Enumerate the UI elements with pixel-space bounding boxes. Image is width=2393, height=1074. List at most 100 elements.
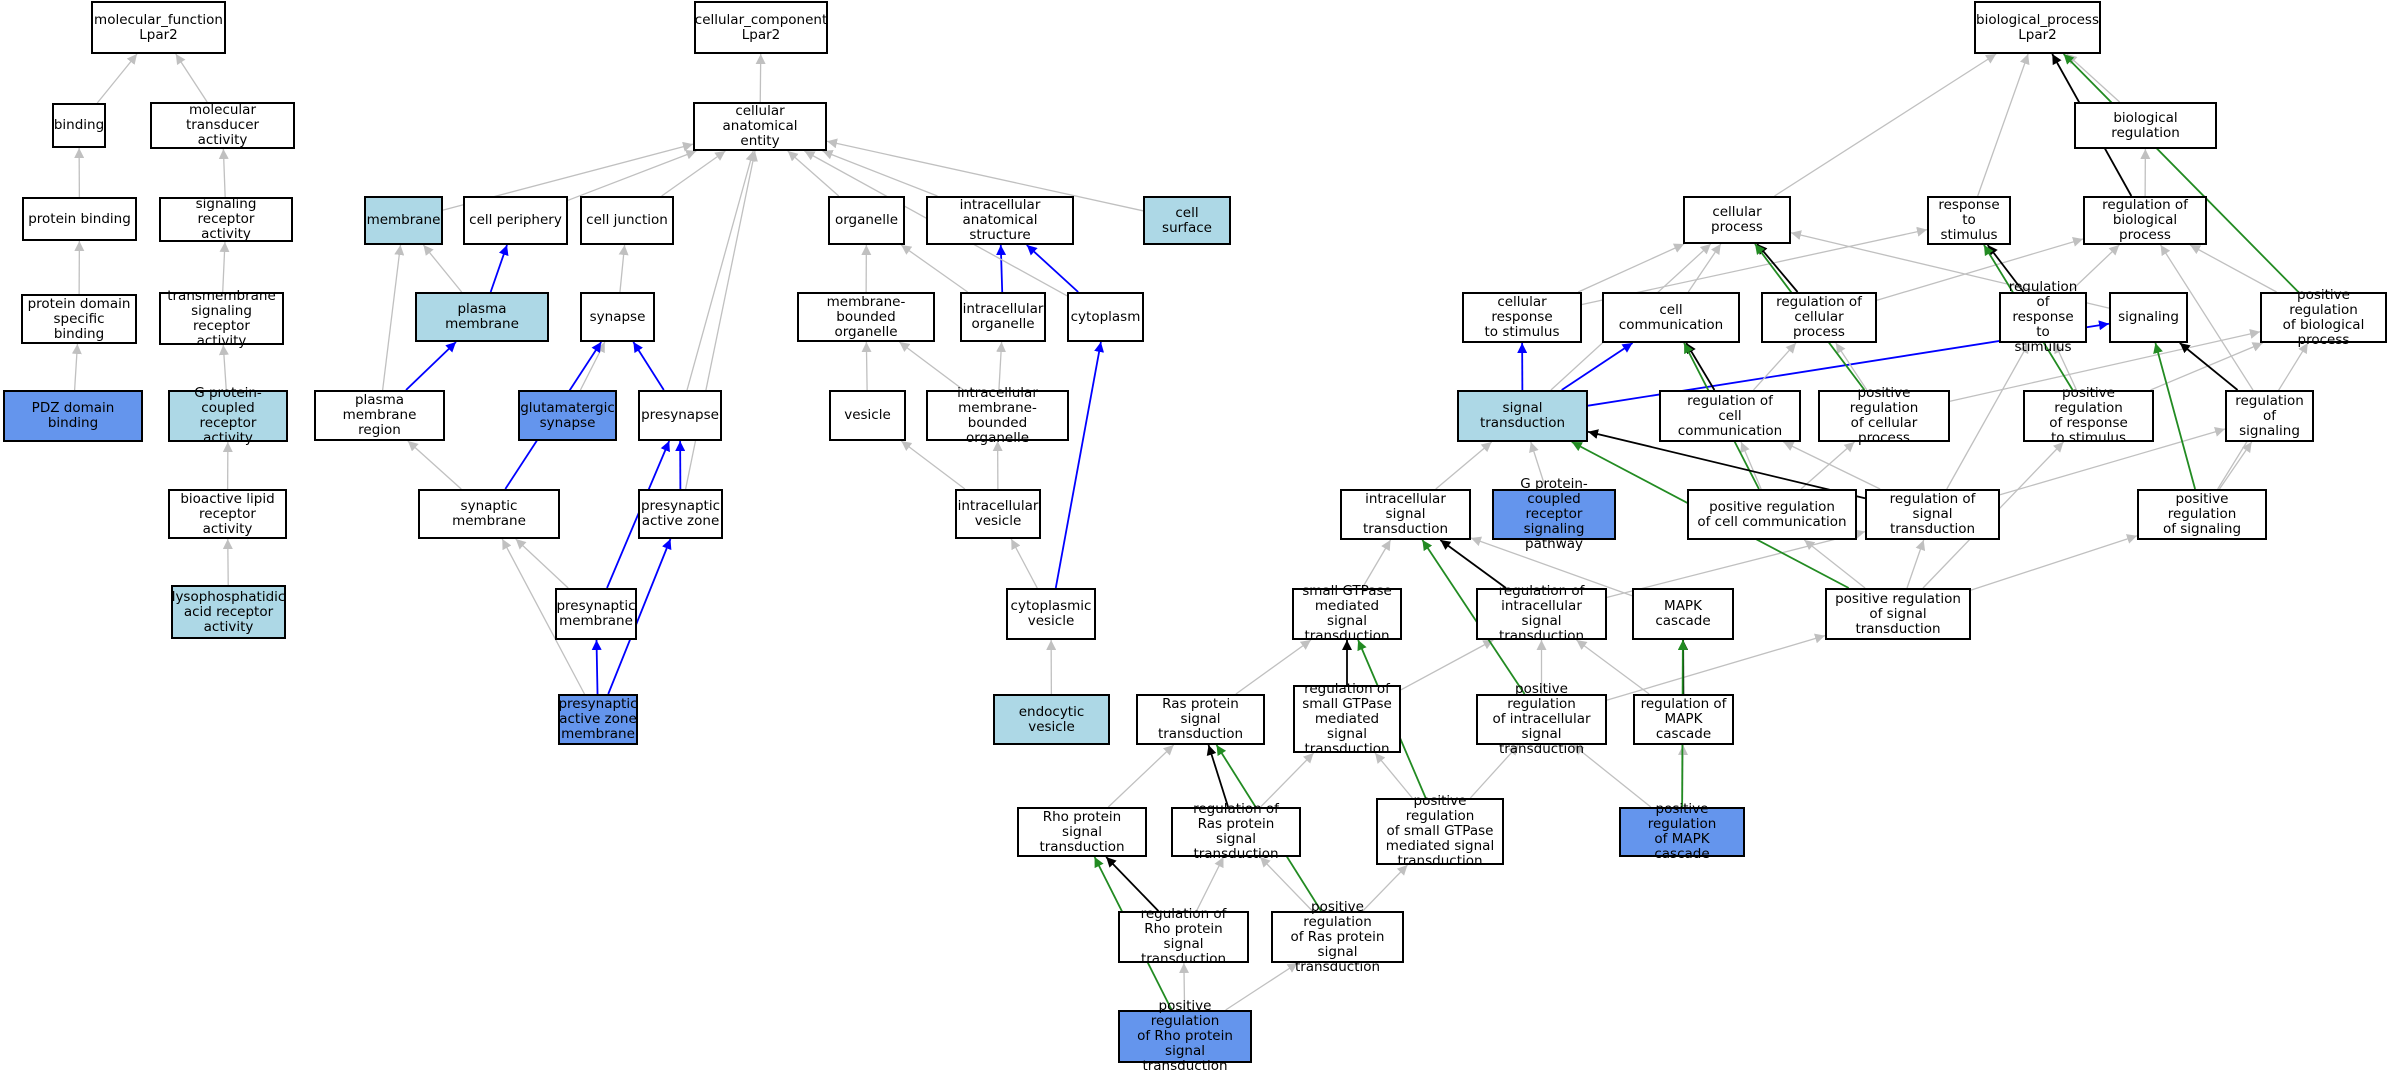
node-small-gtpase-mediated-signal-transduction: small GTPase mediated signal transductio…: [1292, 588, 1402, 640]
node-g-protein-coupled-receptor-signaling-pathway: G protein-coupled receptor signaling pat…: [1492, 489, 1616, 540]
node-rho-protein-signal-transduction: Rho protein signal transduction: [1017, 807, 1147, 857]
node-binding: binding: [52, 103, 106, 148]
edge-is-a: [1436, 442, 1492, 489]
node-cytoplasmic-vesicle: cytoplasmic vesicle: [1006, 588, 1096, 640]
node-positive-regulation-of-small-gtpase-mediated-signal-transduction: positive regulation of small GTPase medi…: [1376, 798, 1504, 865]
node-regulation-of-response-to-stimulus: regulation of response to stimulus: [1999, 292, 2087, 343]
node-synapse: synapse: [580, 292, 655, 342]
edge-part-of: [491, 245, 507, 292]
edge-is-a: [1971, 536, 2137, 590]
edge-is-a: [899, 342, 963, 390]
edge-is-a: [223, 242, 225, 292]
node-positive-regulation-of-mapk-cascade: positive regulation of MAPK cascade: [1619, 807, 1745, 857]
edge-is-a: [75, 344, 78, 390]
edge-part-of: [1027, 245, 1078, 292]
node-cellular-response-to-stimulus: cellular response to stimulus: [1462, 292, 1582, 343]
node-cell-communication: cell communication: [1602, 292, 1740, 343]
edge-is-a: [788, 151, 839, 196]
node-glutamatergic-synapse: glutamatergic synapse: [518, 390, 617, 441]
node-presynaptic-active-zone: presynaptic active zone: [638, 489, 723, 539]
edge-regulates: [1209, 745, 1229, 807]
node-lysophosphatidic-acid-receptor-activity: lysophosphatidic acid receptor activity: [171, 585, 286, 639]
edge-part-of: [633, 342, 663, 390]
node-positive-regulation-of-rho-protein-signal-transduction: positive regulation of Rho protein signa…: [1118, 1010, 1252, 1063]
node-intracellular-membrane-bounded-organelle: intracellular membrane-bounded organelle: [926, 390, 1069, 441]
node-biological-regulation: biological regulation: [2074, 102, 2217, 149]
node-regulation-of-intracellular-signal-transduction: regulation of intracellular signal trans…: [1476, 588, 1607, 640]
edge-is-a: [383, 245, 401, 390]
edge-is-a: [1261, 753, 1314, 807]
edge-regulates: [2180, 343, 2238, 390]
node-mf-root: molecular_function Lpar2: [91, 1, 226, 54]
node-positive-regulation-of-signal-transduction: positive regulation of signal transducti…: [1825, 588, 1971, 640]
node-membrane: membrane: [364, 196, 443, 245]
edge-is-a: [1753, 343, 1795, 390]
edge-is-a: [1688, 244, 1720, 292]
edge-part-of: [1001, 245, 1002, 292]
edge-part-of: [596, 640, 597, 694]
edge-regulates: [1757, 244, 1797, 292]
node-cellular-anatomical-entity: cellular anatomical entity: [693, 102, 827, 151]
node-presynapse: presynapse: [638, 390, 722, 441]
edge-is-a: [662, 151, 726, 196]
edge-is-a: [97, 54, 137, 103]
node-positive-regulation-of-biological-process: positive regulation of biological proces…: [2260, 292, 2387, 343]
node-positive-regulation-of-cell-communication: positive regulation of cell communicatio…: [1687, 489, 1857, 540]
edge-is-a: [901, 245, 967, 292]
node-regulation-of-small-gtpase-mediated-signal-transduction: regulation of small GTPase mediated sign…: [1293, 685, 1401, 753]
node-regulation-of-signal-transduction: regulation of signal transduction: [1865, 489, 2000, 540]
node-signaling-receptor-activity: signaling receptor activity: [159, 197, 293, 242]
edge-is-a: [1375, 753, 1412, 798]
edge-part-of: [1562, 343, 1633, 390]
node-regulation-of-mapk-cascade: regulation of MAPK cascade: [1633, 694, 1734, 745]
node-g-protein-coupled-receptor-activity: G protein-coupled receptor activity: [168, 390, 288, 442]
node-positive-regulation-of-response-to-stimulus: positive regulation of response to stimu…: [2023, 390, 2154, 442]
node-organelle: organelle: [828, 196, 905, 245]
edge-part-of: [406, 342, 456, 390]
edge-regulates: [1686, 343, 1714, 390]
node-molecular-transducer-activity: molecular transducer activity: [150, 102, 295, 149]
node-intracellular-organelle: intracellular organelle: [960, 292, 1046, 342]
edge-is-a: [866, 342, 867, 390]
edge-is-a: [516, 539, 568, 588]
edge-is-a: [999, 342, 1002, 390]
node-cc-root: cellular_component Lpar2: [694, 1, 828, 54]
edge-is-a: [408, 441, 461, 489]
node-regulation-of-ras-protein-signal-transduction: regulation of Ras protein signal transdu…: [1171, 807, 1301, 857]
edge-is-a: [568, 151, 696, 200]
edge-is-a: [580, 342, 604, 390]
edge-is-a: [176, 54, 207, 102]
edge-is-a: [1607, 636, 1825, 701]
node-vesicle: vesicle: [829, 390, 906, 441]
edge-is-a: [620, 245, 625, 292]
node-cell-periphery: cell periphery: [463, 196, 568, 245]
node-cellular-process: cellular process: [1683, 196, 1791, 244]
edge-is-a: [2190, 245, 2276, 292]
node-membrane-bounded-organelle: membrane-bounded organelle: [797, 292, 935, 342]
node-regulation-of-cell-communication: regulation of cell communication: [1659, 390, 1801, 442]
node-presynaptic-membrane: presynaptic membrane: [555, 588, 637, 640]
node-intracellular-vesicle: intracellular vesicle: [955, 489, 1041, 539]
edge-is-a: [1108, 745, 1173, 807]
node-endocytic-vesicle: endocytic vesicle: [993, 694, 1110, 745]
node-protein-binding: protein binding: [22, 197, 137, 241]
node-signaling: signaling: [2109, 292, 2188, 343]
edge-regulates: [1106, 857, 1158, 911]
edge-is-a: [901, 441, 965, 489]
edge-part-of: [1056, 342, 1101, 588]
node-positive-regulation-of-cellular-process: positive regulation of cellular process: [1818, 390, 1950, 442]
node-bp-root: biological_process Lpar2: [1974, 1, 2101, 54]
edge-is-a: [223, 149, 225, 197]
edge-positively-regulates: [2064, 54, 2299, 292]
edge-is-a: [687, 151, 753, 390]
edge-is-a: [1401, 640, 1493, 690]
edge-is-a: [1978, 54, 2028, 196]
node-intracellular-anatomical-structure: intracellular anatomical structure: [926, 196, 1074, 245]
node-regulation-of-rho-protein-signal-transduction: regulation of Rho protein signal transdu…: [1118, 911, 1249, 963]
node-regulation-of-signaling: regulation of signaling: [2225, 390, 2314, 442]
edge-is-a: [1362, 540, 1390, 588]
node-positive-regulation-of-signaling: positive regulation of signaling: [2137, 489, 2267, 540]
edge-positively-regulates: [2155, 343, 2195, 489]
edge-is-a: [1801, 442, 1854, 489]
node-plasma-membrane-region: plasma membrane region: [314, 390, 445, 441]
